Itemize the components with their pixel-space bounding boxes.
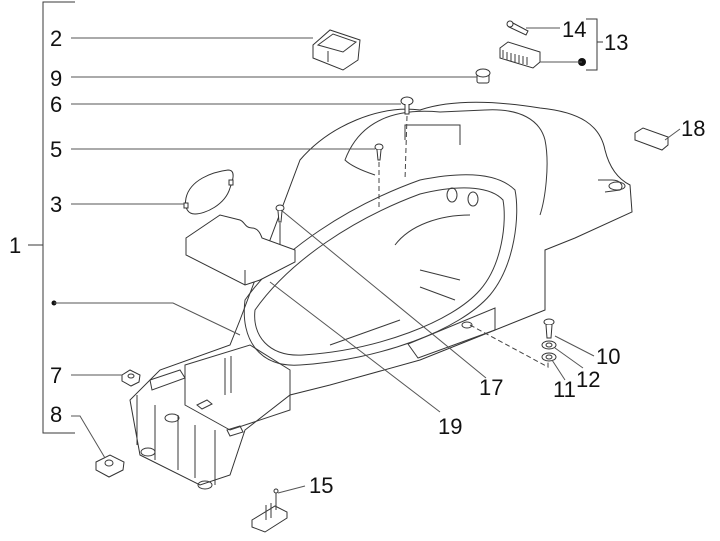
- callout-13: 13: [604, 30, 628, 55]
- callout-12: 12: [576, 367, 600, 392]
- part-8-clip: [95, 454, 125, 478]
- callout-6: 6: [50, 92, 62, 117]
- group-bracket-13: [586, 18, 603, 71]
- callout-8: 8: [50, 402, 62, 427]
- group-bracket-1: [28, 1, 75, 434]
- part-6-screw: [400, 96, 414, 181]
- callout-11: 11: [553, 377, 576, 402]
- part-18-cap: [634, 127, 669, 151]
- part-lid: [185, 214, 296, 286]
- part-14-pin: [506, 20, 529, 36]
- callout-10: 10: [596, 344, 620, 369]
- part-15-bracket: [251, 488, 288, 533]
- part-10-screw: [543, 318, 555, 339]
- storage-compartment-body: [129, 101, 633, 490]
- part-2-tray: [312, 29, 361, 71]
- part-12-washer: [541, 340, 557, 350]
- callout-9: 9: [50, 66, 62, 91]
- callout-5: 5: [50, 137, 62, 162]
- part-9-bushing: [475, 68, 491, 84]
- leader-lines: [51, 27, 681, 494]
- callout-18: 18: [681, 116, 705, 141]
- callout-2: 2: [50, 26, 62, 51]
- callout-19: 19: [438, 414, 462, 439]
- callout-17: 17: [479, 375, 503, 400]
- part-7-clip: [121, 369, 141, 387]
- mount-axis-line: [469, 324, 549, 368]
- part-5-screw: [374, 143, 384, 207]
- callout-3: 3: [50, 192, 62, 217]
- callout-15: 15: [309, 473, 333, 498]
- callout-14: 14: [562, 17, 586, 42]
- callout-1: 1: [9, 233, 21, 258]
- part-latch: [499, 41, 586, 69]
- part-11-washer: [541, 352, 557, 362]
- callout-7: 7: [50, 363, 62, 388]
- part-3-cover: [183, 169, 234, 215]
- part-17-screw: [275, 204, 285, 245]
